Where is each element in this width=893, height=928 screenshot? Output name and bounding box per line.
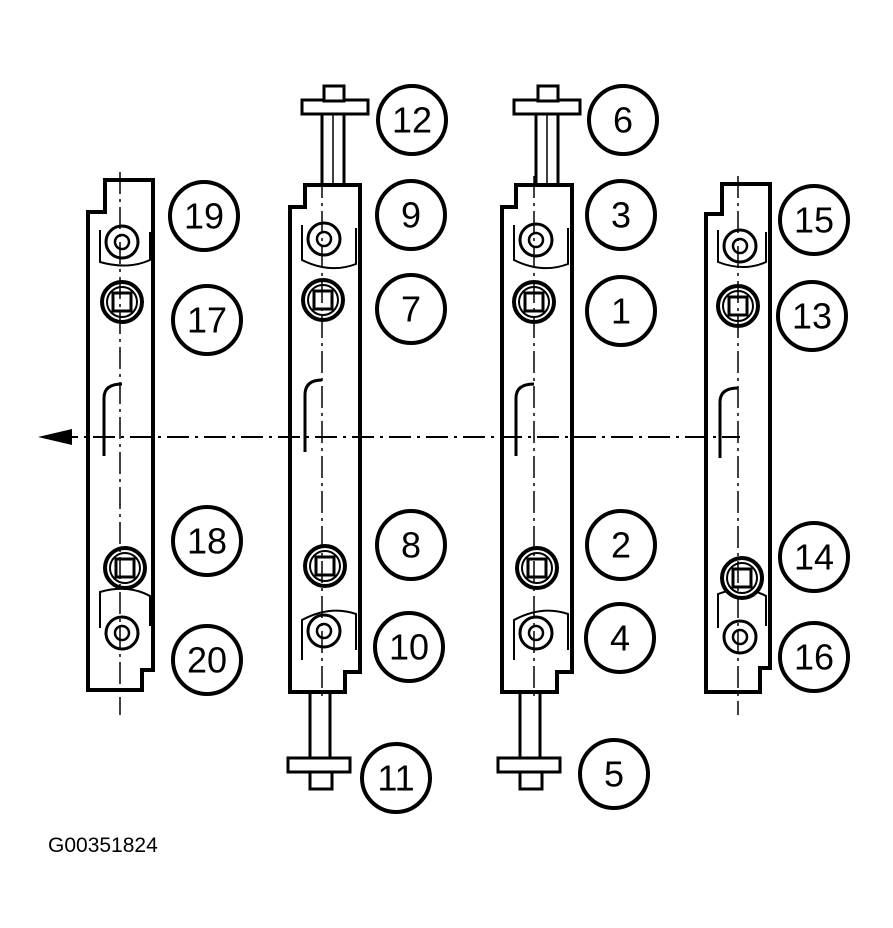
figure-code: G00351824 bbox=[48, 834, 158, 857]
bolt-hole-18 bbox=[103, 546, 147, 590]
callout-19: 19 bbox=[168, 180, 240, 252]
callout-8: 8 bbox=[375, 509, 447, 581]
svg-text:3: 3 bbox=[611, 195, 631, 236]
callout-20: 20 bbox=[171, 624, 243, 696]
bolt-hole-16 bbox=[722, 619, 758, 655]
callout-13: 13 bbox=[776, 280, 848, 352]
bolt-hole-14 bbox=[720, 556, 764, 600]
svg-text:18: 18 bbox=[187, 521, 227, 562]
bearing-cap-a bbox=[86, 172, 155, 715]
side-bolt-bottom-11 bbox=[286, 688, 352, 791]
callout-17: 17 bbox=[171, 284, 243, 356]
callout-9: 9 bbox=[375, 179, 447, 251]
bolt-hole-9 bbox=[306, 221, 342, 257]
callout-16: 16 bbox=[778, 621, 850, 693]
callout-7: 7 bbox=[375, 273, 447, 345]
side-bolt-top-6 bbox=[512, 84, 582, 187]
bolt-hole-15 bbox=[722, 228, 758, 264]
callout-2: 2 bbox=[585, 509, 657, 581]
bolt-hole-19 bbox=[104, 224, 140, 260]
svg-text:13: 13 bbox=[792, 296, 832, 337]
callout-14: 14 bbox=[778, 521, 850, 593]
svg-text:6: 6 bbox=[613, 100, 633, 141]
bolt-hole-3 bbox=[518, 222, 554, 258]
callout-1: 1 bbox=[585, 275, 657, 347]
svg-text:14: 14 bbox=[794, 537, 834, 578]
callout-6: 6 bbox=[587, 84, 659, 156]
callout-12: 12 bbox=[376, 84, 448, 156]
callout-10: 10 bbox=[373, 611, 445, 683]
callout-4: 4 bbox=[584, 602, 656, 674]
callout-18: 18 bbox=[171, 505, 243, 577]
svg-text:5: 5 bbox=[604, 754, 624, 795]
bolt-hole-2 bbox=[515, 546, 559, 590]
svg-text:2: 2 bbox=[611, 525, 631, 566]
bearing-cap-b bbox=[286, 84, 370, 791]
svg-text:15: 15 bbox=[794, 200, 834, 241]
svg-text:19: 19 bbox=[184, 196, 224, 237]
svg-text:8: 8 bbox=[401, 525, 421, 566]
svg-text:4: 4 bbox=[610, 618, 630, 659]
bolt-hole-20 bbox=[104, 615, 140, 651]
bolt-hole-8 bbox=[303, 544, 347, 588]
svg-text:7: 7 bbox=[401, 289, 421, 330]
svg-text:17: 17 bbox=[187, 300, 227, 341]
svg-text:10: 10 bbox=[389, 627, 429, 668]
bolt-hole-4 bbox=[518, 615, 554, 651]
callout-11: 11 bbox=[360, 742, 432, 814]
centerline-arrow bbox=[38, 429, 740, 445]
side-bolt-bottom-5 bbox=[496, 688, 562, 791]
svg-text:12: 12 bbox=[392, 100, 432, 141]
side-bolt-top-12 bbox=[300, 84, 370, 187]
bolt-hole-7 bbox=[301, 278, 345, 322]
callout-5: 5 bbox=[578, 738, 650, 810]
bolt-hole-17 bbox=[100, 280, 144, 324]
bearing-cap-d bbox=[704, 176, 772, 715]
bolt-hole-10 bbox=[306, 613, 342, 649]
svg-text:20: 20 bbox=[187, 640, 227, 681]
svg-text:11: 11 bbox=[377, 758, 414, 799]
svg-text:9: 9 bbox=[401, 195, 421, 236]
callout-15: 15 bbox=[778, 184, 850, 256]
svg-text:16: 16 bbox=[794, 637, 834, 678]
svg-text:1: 1 bbox=[611, 291, 631, 332]
bearing-cap-c bbox=[496, 84, 582, 791]
callout-3: 3 bbox=[585, 179, 657, 251]
